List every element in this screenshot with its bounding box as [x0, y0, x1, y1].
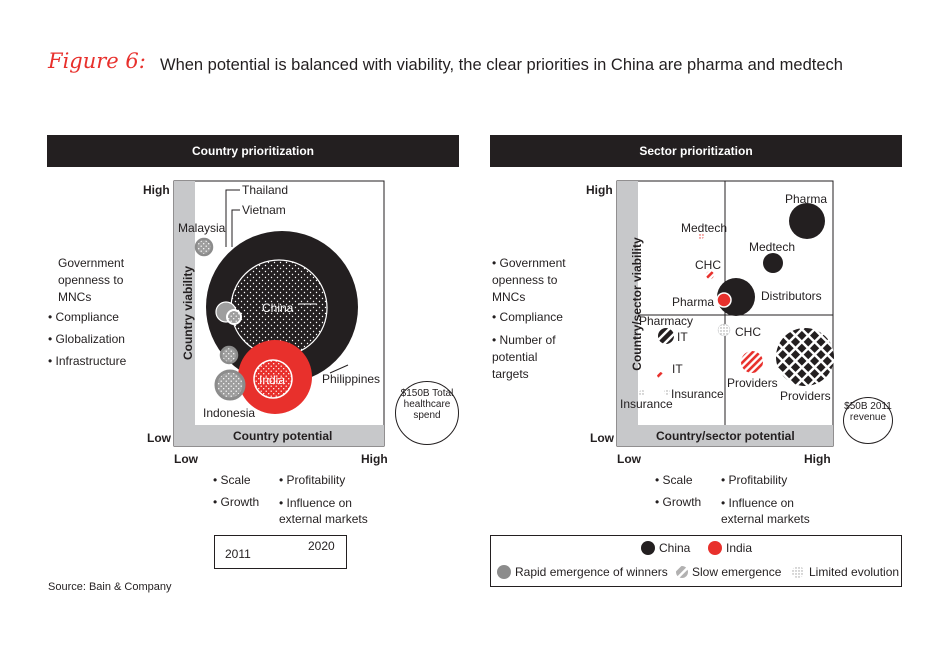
- sector-x-axis-band: [617, 425, 833, 446]
- sector-size-note: $50B 2011 revenue: [843, 397, 893, 444]
- vietnam-bubble: [226, 309, 242, 325]
- india-pharma-bubble: [716, 292, 732, 308]
- legend-slow-label: Slow emergence: [692, 565, 782, 579]
- philippines-label: Philippines: [322, 372, 381, 386]
- sector-x-high: High: [804, 452, 831, 466]
- india-medtech-label: Medtech: [681, 221, 728, 235]
- sector-x-factor: Scale: [655, 473, 693, 487]
- legend-india-label: India: [726, 541, 753, 555]
- india-it-bubble: [657, 372, 663, 378]
- sector-panel-heading: Sector prioritization: [490, 135, 902, 167]
- vietnam-leader: [231, 209, 240, 247]
- country-x-high: High: [361, 452, 388, 466]
- china-providers-label: Providers: [780, 389, 831, 403]
- country-size-note: $150B Total healthcare spend: [395, 381, 459, 445]
- philippines-leader: [329, 364, 349, 374]
- country-y-factor: Infrastructure: [48, 354, 127, 368]
- india-insurance-bubble: [639, 390, 645, 396]
- sector-x-factor-wrap: • Influence on external markets: [721, 496, 810, 526]
- country-legend-box: [214, 535, 347, 569]
- india-chc-label: CHC: [695, 258, 721, 272]
- china-it-label: IT: [677, 330, 688, 344]
- sector-y-axis-band: [617, 181, 638, 446]
- legend-year-end: 2020: [308, 539, 335, 553]
- legend-rapid-label: Rapid emergence of winners: [515, 565, 668, 579]
- country-y-axis-label: Country viability: [181, 266, 195, 361]
- india-pharma-label: Pharma: [672, 295, 715, 309]
- china-insurance-bubble: [664, 389, 670, 395]
- figure-label: Figure 6:: [48, 49, 146, 73]
- thailand-label: Thailand: [242, 183, 289, 197]
- philippines-bubble: [219, 345, 239, 365]
- china-medtech-label: Medtech: [749, 240, 796, 254]
- china-label: China: [262, 301, 294, 315]
- country-x-factor: Scale: [213, 473, 251, 487]
- country-x-factor: Growth: [213, 495, 260, 509]
- country-y-factor: Globalization: [48, 332, 125, 346]
- indonesia-bubble: [214, 369, 246, 401]
- legend-slow-marker: [676, 566, 688, 578]
- country-x-low: Low: [174, 452, 198, 466]
- india-2011-bubble: [253, 359, 293, 399]
- sector-y-low: Low: [590, 431, 614, 445]
- country-y-low: Low: [147, 431, 171, 445]
- country-x-factor-wrap: • Influence on external markets: [279, 496, 368, 526]
- sector-x-axis-label: Country/sector potential: [656, 429, 795, 443]
- china-pharmacy-bubble: [658, 328, 674, 344]
- india-insurance-label: Insurance: [620, 397, 673, 411]
- india-providers-bubble: [741, 351, 763, 373]
- country-y-axis-band: [174, 181, 195, 446]
- sector-x-factor: Growth: [655, 495, 702, 509]
- china-pharmacy-label: Pharmacy: [639, 314, 694, 328]
- country-x-factor: Profitability: [279, 473, 346, 487]
- country-y-high: High: [143, 183, 170, 197]
- figure-title: When potential is balanced with viabilit…: [160, 56, 843, 74]
- country-y-factor-wrap: Government openness to MNCs: [58, 255, 138, 306]
- china-pharma-label: Pharma: [785, 192, 828, 206]
- legend-india-marker: [708, 541, 722, 555]
- sector-y-high: High: [586, 183, 613, 197]
- legend-china-label: China: [659, 541, 691, 555]
- country-x-axis-band: [174, 425, 384, 446]
- malaysia-bubble: [194, 237, 214, 257]
- legend-rapid-marker: [497, 565, 511, 579]
- china-pharma-bubble: [789, 203, 825, 239]
- china-medtech-bubble: [763, 253, 783, 273]
- china-insurance-label: Insurance: [671, 387, 724, 401]
- china-distributors-label: Distributors: [761, 289, 822, 303]
- china-chc-label: CHC: [735, 325, 761, 339]
- legend-year-start: 2011: [225, 547, 251, 561]
- indonesia-label: Indonesia: [203, 406, 256, 420]
- sector-x-factor: Profitability: [721, 473, 788, 487]
- source-note: Source: Bain & Company: [48, 581, 172, 593]
- sector-legend-box: [490, 535, 902, 587]
- india-chc-bubble: [706, 271, 714, 279]
- sector-y-factor: • Number of potential targets: [492, 333, 556, 381]
- legend-china-marker: [641, 541, 655, 555]
- country-panel-heading: Country prioritization: [47, 135, 459, 167]
- country-y-factor: Compliance: [48, 310, 119, 324]
- thailand-leader: [225, 189, 240, 247]
- china-providers-bubble: [776, 328, 834, 386]
- india-providers-label: Providers: [727, 376, 778, 390]
- country-x-axis-label: Country potential: [233, 429, 333, 443]
- sector-y-factor: Compliance: [492, 310, 563, 324]
- india-label: India: [259, 373, 286, 387]
- china-chc-bubble: [717, 323, 731, 337]
- vietnam-label: Vietnam: [242, 203, 286, 217]
- malaysia-label: Malaysia: [178, 221, 226, 235]
- sector-y-axis-label: Country/sector viability: [630, 237, 644, 371]
- sector-x-low: Low: [617, 452, 641, 466]
- india-it-label: IT: [672, 362, 683, 376]
- india-medtech-bubble: [698, 233, 704, 239]
- legend-limited-label: Limited evolution: [809, 565, 900, 579]
- legend-limited-marker: [792, 566, 804, 578]
- sector-y-factor: • Government openness to MNCs: [492, 256, 566, 304]
